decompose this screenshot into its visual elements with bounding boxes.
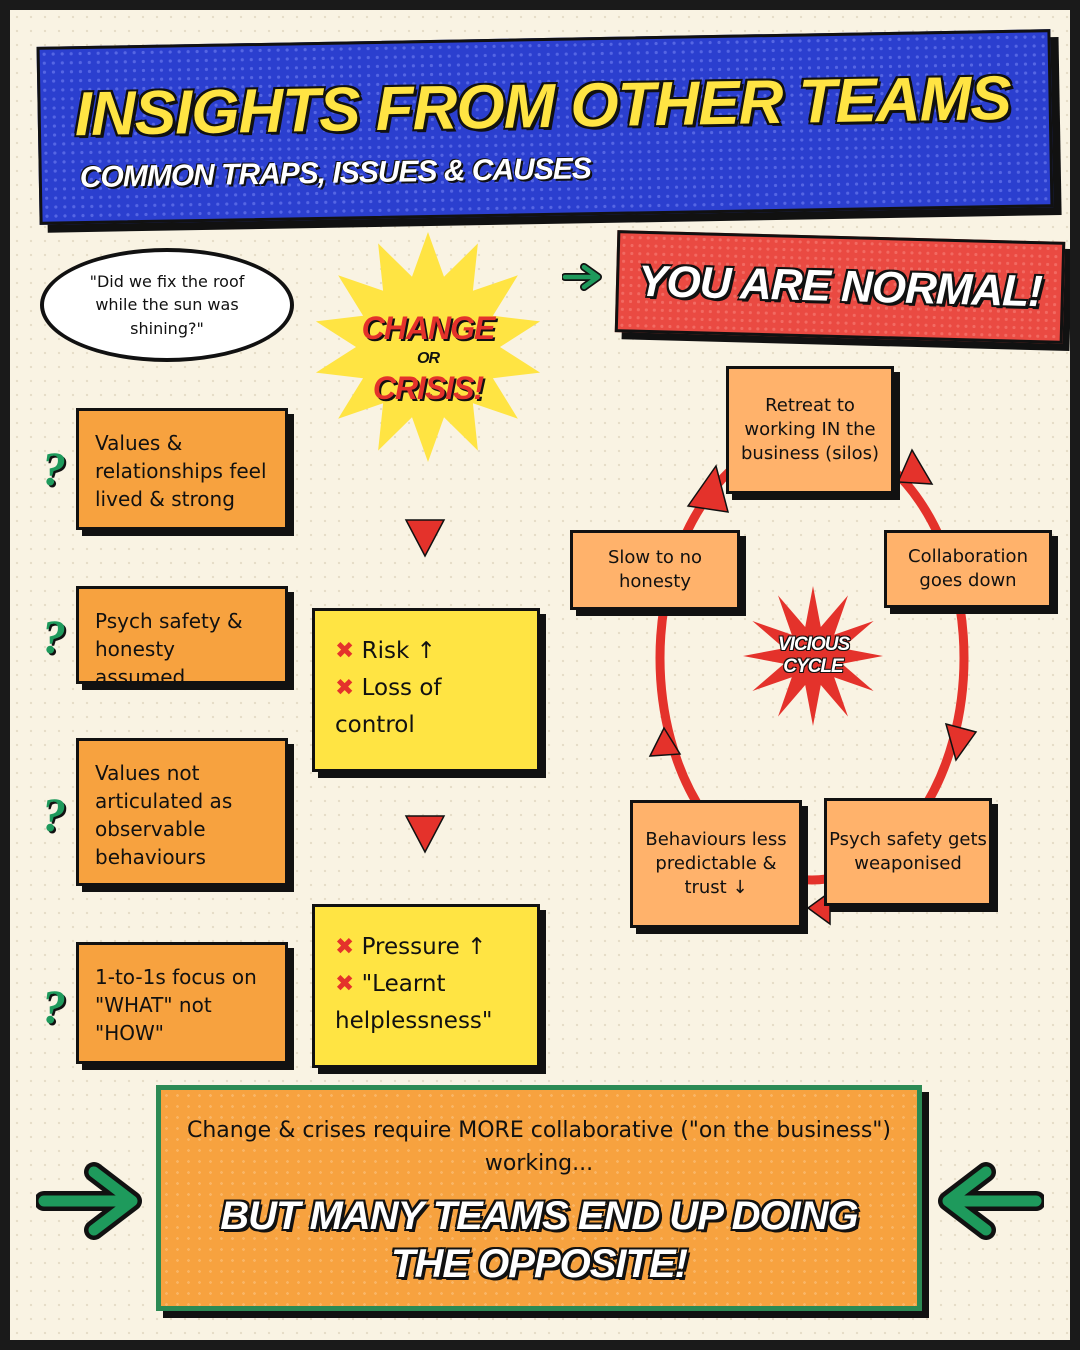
cycle-node-retreat: Retreat to working IN the business (silo… bbox=[726, 366, 894, 494]
change-or-crisis-burst: CHANGE OR CRISIS! bbox=[308, 232, 548, 462]
question-text: Values not articulated as observable beh… bbox=[95, 761, 233, 869]
arrow-right-icon bbox=[562, 263, 602, 291]
burst-line-or: OR bbox=[417, 350, 440, 367]
cycle-arrowhead-icon bbox=[944, 722, 978, 762]
conclusion-body: Change & crises require MORE collaborati… bbox=[186, 1118, 892, 1176]
x-icon: ✖ bbox=[335, 934, 355, 960]
page-title: INSIGHTS FROM OTHER TEAMS bbox=[74, 63, 1012, 150]
down-triangle-icon bbox=[404, 815, 446, 854]
effect-line: ✖ Loss of bbox=[335, 674, 442, 701]
question-card-one-to-ones: 1-to-1s focus on "WHAT" not "HOW" bbox=[76, 942, 288, 1064]
infographic-page: INSIGHTS FROM OTHER TEAMS COMMON TRAPS, … bbox=[10, 10, 1070, 1340]
conclusion-punchline: BUT MANY TEAMS END UP DOING THE OPPOSITE… bbox=[220, 1194, 858, 1286]
effect-line: ✖ Risk ↑ bbox=[335, 638, 436, 664]
you-are-normal-text: YOU ARE NORMAL! bbox=[637, 256, 1043, 317]
question-mark-icon: ? bbox=[42, 789, 66, 842]
arrow-left-icon bbox=[938, 1162, 1044, 1240]
cycle-node-psych-safety: Psych safety gets weaponised bbox=[824, 798, 992, 906]
x-icon: ✖ bbox=[335, 638, 355, 664]
question-mark-icon: ? bbox=[42, 443, 66, 496]
question-card-values: Values & relationships feel lived & stro… bbox=[76, 408, 288, 530]
question-text: Values & relationships feel lived & stro… bbox=[95, 431, 267, 511]
effect-line: helplessness" bbox=[335, 1007, 493, 1034]
page-subtitle: COMMON TRAPS, ISSUES & CAUSES bbox=[79, 152, 592, 195]
effect-line: ✖ Pressure ↑ bbox=[335, 934, 487, 960]
question-text: Psych safety & honesty bbox=[95, 609, 243, 661]
cycle-arrowhead-icon bbox=[686, 464, 730, 513]
header-banner: INSIGHTS FROM OTHER TEAMS COMMON TRAPS, … bbox=[36, 29, 1054, 225]
quote-text: "Did we fix the roof while the sun was s… bbox=[89, 272, 245, 338]
down-triangle-icon bbox=[404, 519, 446, 558]
question-card-observable: Values not articulated as observable beh… bbox=[76, 738, 288, 886]
cycle-node-behaviours: Behaviours less predictable & trust ↓ bbox=[630, 800, 802, 928]
burst-line-change: CHANGE bbox=[361, 310, 496, 346]
burst-line-crisis: CRISIS! bbox=[372, 370, 484, 406]
question-text: 1-to-1s focus on "WHAT" not "HOW" bbox=[95, 965, 257, 1045]
cycle-node-collaboration: Collaboration goes down bbox=[884, 530, 1052, 608]
conclusion-panel: Change & crises require MORE collaborati… bbox=[156, 1085, 922, 1311]
cycle-arrowhead-icon bbox=[896, 448, 934, 485]
question-mark-icon: ? bbox=[42, 981, 66, 1034]
effect-card-pressure: ✖ Pressure ↑ ✖ "Learnt helplessness" bbox=[312, 904, 540, 1068]
x-icon: ✖ bbox=[335, 970, 355, 997]
effect-line: control bbox=[335, 711, 415, 738]
question-mark-icon: ? bbox=[42, 611, 66, 664]
question-underlined-word: assumed bbox=[95, 665, 186, 689]
x-icon: ✖ bbox=[335, 674, 355, 701]
effect-card-risk: ✖ Risk ↑ ✖ Loss of control bbox=[312, 608, 540, 772]
you-are-normal-banner: YOU ARE NORMAL! bbox=[614, 230, 1066, 344]
question-card-psych-safety: Psych safety & honesty assumed bbox=[76, 586, 288, 689]
vicious-starburst-shape bbox=[743, 586, 883, 726]
quote-bubble: "Did we fix the roof while the sun was s… bbox=[40, 248, 294, 362]
cycle-node-honesty: Slow to no honesty bbox=[570, 530, 740, 610]
vicious-cycle-label: VICIOUS CYCLE bbox=[778, 634, 850, 677]
vicious-cycle-burst: VICIOUS CYCLE bbox=[738, 586, 888, 726]
arrow-right-icon bbox=[36, 1162, 142, 1240]
effect-line: ✖ "Learnt bbox=[335, 970, 446, 997]
starburst-shape bbox=[315, 232, 541, 462]
cycle-arrowhead-icon bbox=[648, 726, 682, 757]
